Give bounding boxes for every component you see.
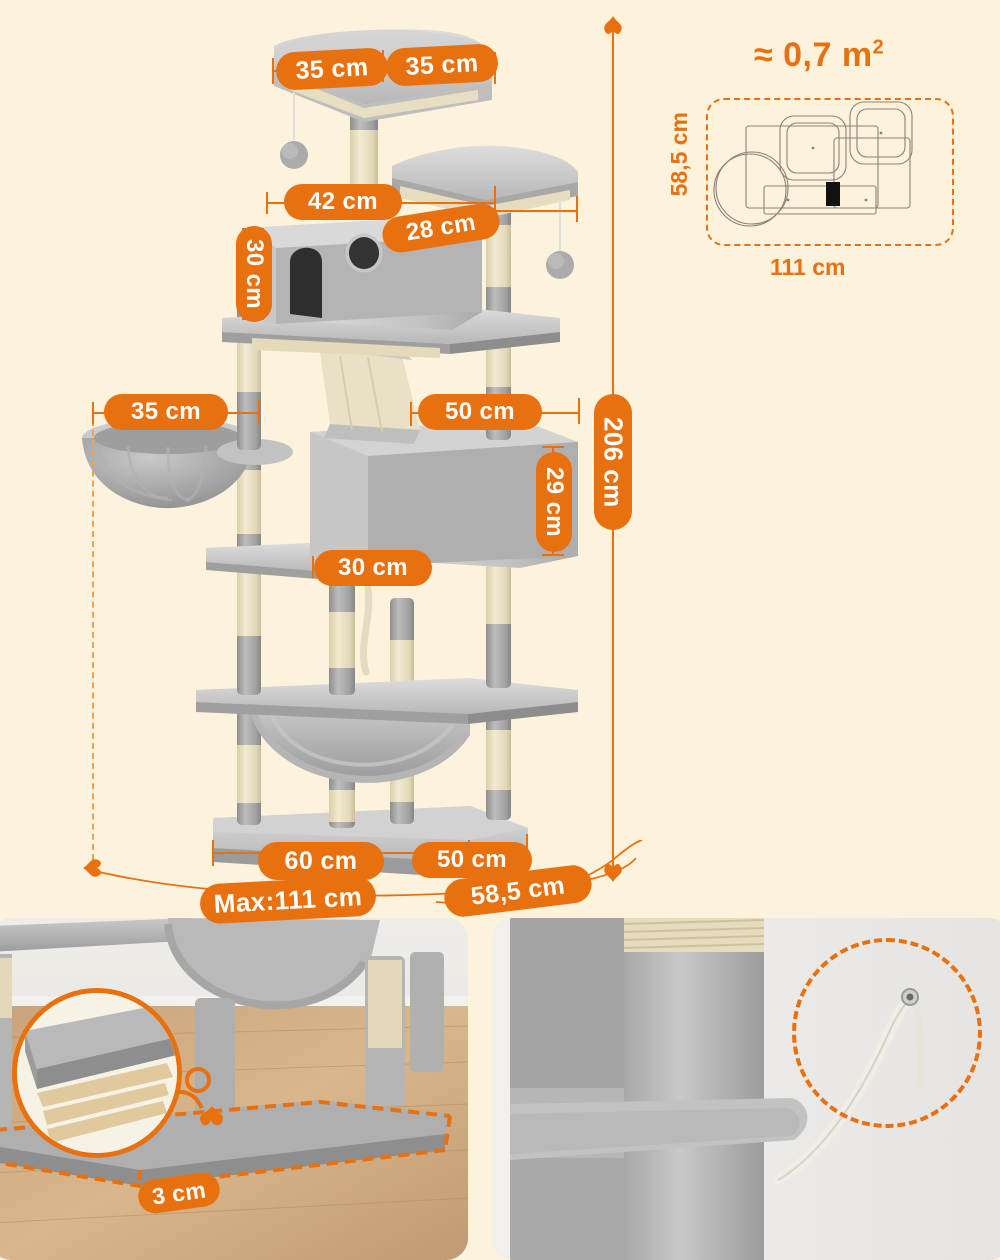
hanging-rope bbox=[360, 584, 373, 676]
photo-base-thickness: 3 cm bbox=[0, 918, 468, 1260]
label-top-perch-left: 35 cm bbox=[275, 47, 389, 91]
depth-arrow-left-icon bbox=[83, 859, 101, 877]
footprint-width-label: 111 cm bbox=[770, 254, 846, 280]
label-big-perch-depth: 30 cm bbox=[314, 550, 432, 586]
max-width-connector bbox=[89, 857, 637, 897]
height-arrow-bottom-icon bbox=[604, 864, 622, 882]
label-big-perch-height: 29 cm bbox=[536, 452, 572, 552]
condo-depth-line bbox=[494, 210, 578, 212]
pompom-right bbox=[546, 200, 574, 279]
tick bbox=[576, 196, 578, 222]
board-cross-section bbox=[17, 993, 177, 1153]
base-layer-magnifier bbox=[12, 988, 182, 1158]
label-bowl-width: 35 cm bbox=[104, 394, 228, 430]
footprint-area-value: ≈ 0,7 m bbox=[754, 36, 873, 74]
height-arrow-top-icon bbox=[604, 16, 622, 34]
footprint-area-label: ≈ 0,7 m2 bbox=[754, 36, 884, 75]
tick bbox=[410, 402, 412, 426]
tick bbox=[272, 58, 274, 84]
tick bbox=[542, 446, 564, 448]
label-big-perch-width: 50 cm bbox=[418, 394, 542, 430]
label-base-width: 60 cm bbox=[258, 842, 384, 880]
footprint-panel: ≈ 0,7 m2 bbox=[660, 30, 990, 330]
footprint-boundary bbox=[706, 98, 954, 246]
label-base-depth: 50 cm bbox=[412, 842, 532, 878]
tick bbox=[258, 400, 260, 424]
tick bbox=[542, 554, 564, 556]
bowl-basket bbox=[82, 418, 293, 509]
photo-wall-strap bbox=[492, 918, 1000, 1260]
tick bbox=[494, 186, 496, 212]
label-top-perch-right: 35 cm bbox=[385, 43, 499, 87]
label-total-height: 206 cm bbox=[594, 394, 632, 530]
tick bbox=[266, 192, 268, 214]
tick bbox=[312, 556, 314, 578]
label-condo-height: 30 cm bbox=[236, 226, 272, 322]
tick bbox=[578, 398, 580, 424]
label-condo-width: 42 cm bbox=[284, 184, 402, 220]
tick bbox=[212, 840, 214, 866]
tick bbox=[92, 402, 94, 424]
footprint-area-exponent: 2 bbox=[872, 36, 885, 59]
wall-strap-scene bbox=[492, 918, 1000, 1260]
pompom-left bbox=[280, 92, 308, 169]
footprint-height-label: 58,5 cm bbox=[666, 112, 692, 197]
mid-platform bbox=[196, 678, 578, 724]
left-depth-dashline bbox=[92, 420, 94, 870]
footprint-top-view-diagram bbox=[713, 101, 913, 227]
wall-strap-highlight bbox=[792, 938, 982, 1128]
